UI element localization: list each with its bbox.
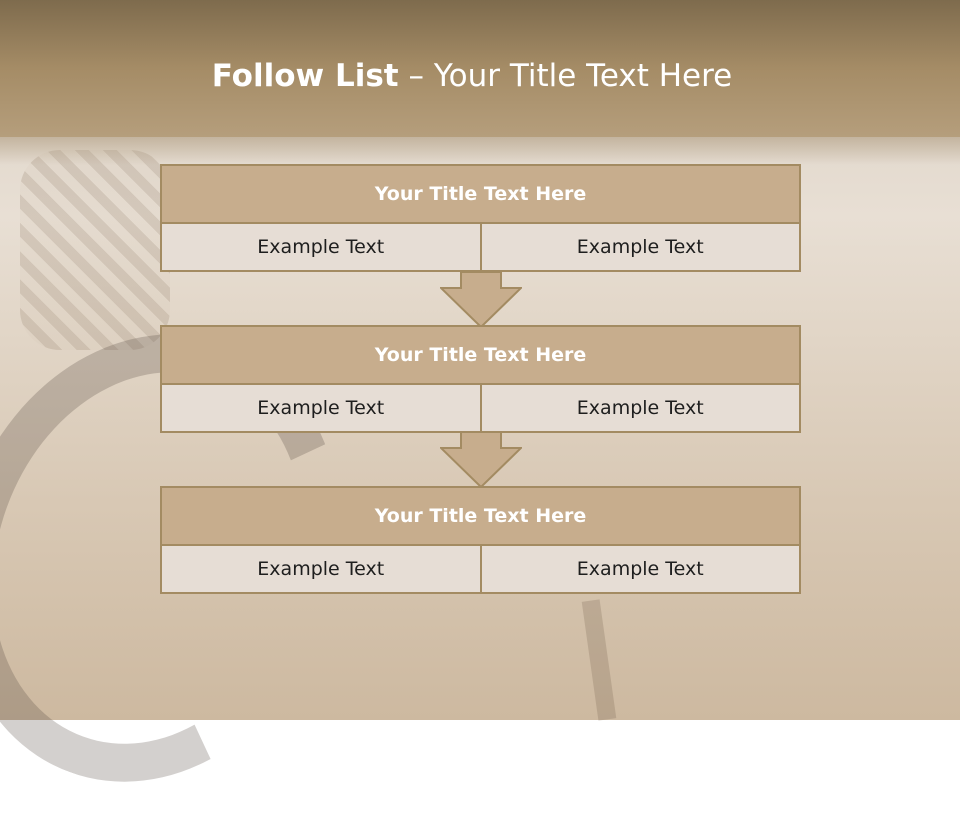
rope-decoration <box>20 150 170 350</box>
slide-title-rest: – Your Title Text Here <box>398 58 733 94</box>
down-arrow-icon <box>440 271 522 329</box>
list-block-1: Your Title Text Here Example Text Exampl… <box>160 164 801 272</box>
block-row: Example Text Example Text <box>162 546 799 592</box>
block-cell-right: Example Text <box>479 385 800 431</box>
block-cell-right: Example Text <box>479 224 800 270</box>
block-cell-left: Example Text <box>257 558 385 580</box>
block-title: Your Title Text Here <box>162 327 799 385</box>
block-cell-left: Example Text <box>257 397 385 419</box>
list-block-2: Your Title Text Here Example Text Exampl… <box>160 325 801 433</box>
block-cell-right: Example Text <box>479 546 800 592</box>
slide-title: Follow List – Your Title Text Here <box>0 56 944 96</box>
down-arrow-icon <box>440 431 522 489</box>
block-row: Example Text Example Text <box>162 385 799 431</box>
slide-title-bold: Follow List <box>211 58 399 94</box>
block-title: Your Title Text Here <box>162 166 799 224</box>
title-bar-shadow <box>0 137 960 165</box>
list-block-3: Your Title Text Here Example Text Exampl… <box>160 486 801 594</box>
block-cell-left: Example Text <box>257 236 385 258</box>
title-bar <box>0 0 960 137</box>
block-title: Your Title Text Here <box>162 488 799 546</box>
block-row: Example Text Example Text <box>162 224 799 270</box>
